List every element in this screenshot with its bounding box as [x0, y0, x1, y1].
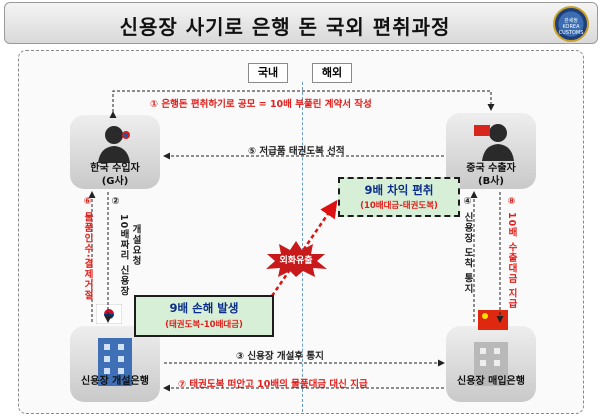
- issuing-bank-node: [70, 326, 160, 402]
- china-exporter-label: 중국 수출자 (B사): [436, 162, 546, 188]
- step6-num: ⑥: [82, 196, 93, 208]
- title-bar: 신용장 사기로 은행 돈 국외 편취과정 관세청 KOREA CUSTOMS: [4, 2, 598, 44]
- fx-outflow-burst-icon: [266, 241, 327, 277]
- china-exporter-node: [446, 113, 536, 189]
- page-title: 신용장 사기로 은행 돈 국외 편취과정: [119, 15, 451, 39]
- customs-emblem-icon: 관세청 KOREA CUSTOMS: [553, 6, 589, 42]
- bank-building-icon: [98, 338, 132, 386]
- gain-subtitle: (10배대금-태권도복): [360, 201, 438, 211]
- loss-subtitle: (태권도복-10배대금): [165, 320, 243, 330]
- purchasing-bank-node: [446, 326, 536, 402]
- step4-num: ④: [462, 196, 473, 208]
- china-exporter-name: 중국 수출자: [466, 163, 516, 174]
- loss-box: 9배 손해 발생 (태권도복-10배대금): [134, 295, 274, 337]
- china-exporter-code: (B사): [478, 176, 504, 187]
- step5-text: ⑤ 저급품 태권도복 선적: [248, 146, 345, 157]
- korea-importer-name: 한국 수입자: [90, 163, 140, 174]
- gain-box: 9배 차익 편취 (10배대금-태권도복): [338, 177, 460, 217]
- step1-arrow: [109, 90, 495, 118]
- step2-text-1: 10배짜리 신용장: [118, 214, 129, 297]
- step8-text: 10배 수출대금 지급: [506, 212, 517, 310]
- border-divider: [302, 82, 303, 412]
- step8-num: ⑧: [506, 196, 517, 208]
- emblem-label: 관세청 KOREA CUSTOMS: [558, 18, 584, 36]
- loss-title: 9배 손해 발생: [169, 301, 239, 315]
- korea-importer-label: 한국 수입자 (G사): [60, 162, 170, 188]
- step3-text: ③ 신용장 개설후 통지: [236, 351, 324, 362]
- korea-importer-node: [70, 115, 160, 189]
- korea-flag-icon: [96, 304, 122, 324]
- step1-text: ① 은행돈 편취하기로 공모 = 10배 부풀린 계약서 작성: [150, 99, 372, 110]
- businessman-icon: [98, 126, 130, 163]
- step7-text: ⑦ 태권도복 떠안고 10배의 물품대금 대신 지급: [178, 379, 368, 390]
- fx-outflow-label: 외화유출: [279, 256, 313, 266]
- domestic-label: 국내: [248, 63, 288, 83]
- korea-importer-code: (G사): [101, 176, 129, 187]
- purchasing-bank-label: 신용장 매입은행: [457, 376, 525, 387]
- exporter-icon: [474, 124, 514, 161]
- bank-building-icon: [474, 342, 508, 386]
- gain-title: 9배 차익 편취: [364, 183, 434, 197]
- step2-num: ②: [110, 196, 121, 208]
- step2-text-2: 개설요청: [130, 224, 141, 266]
- step4-text: 신용장 도착 통지: [462, 212, 473, 295]
- issuing-bank-label: 신용장 개설은행: [81, 376, 149, 387]
- step6-text: 물품인수·결제거절: [82, 212, 93, 301]
- overseas-label: 해외: [312, 63, 352, 83]
